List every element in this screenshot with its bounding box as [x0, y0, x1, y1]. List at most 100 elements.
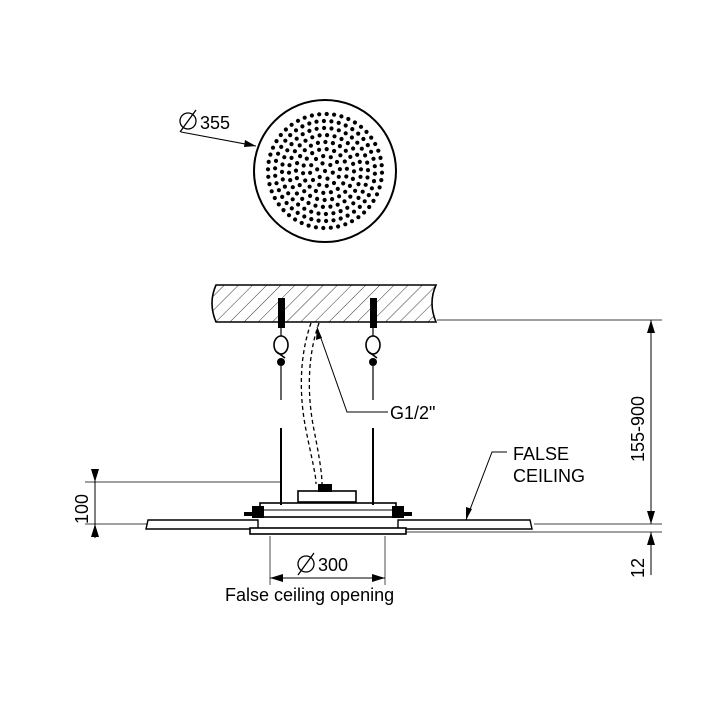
- nozzle-dot: [317, 147, 322, 152]
- head-diameter-arrow: [244, 140, 256, 147]
- water-inlet-fitting: [318, 484, 332, 492]
- nozzle-dot: [309, 113, 314, 118]
- nozzle-dot: [307, 128, 312, 133]
- nozzle-dot: [267, 182, 272, 187]
- nozzle-dot: [321, 190, 326, 195]
- nozzle-dot: [362, 199, 367, 204]
- left-hook-ring: [273, 335, 289, 355]
- nozzle-dot: [328, 204, 333, 209]
- nozzle-dot: [266, 174, 271, 179]
- nozzle-dot: [361, 136, 366, 142]
- nozzle-dot: [349, 219, 355, 224]
- right-clamp-block: [392, 506, 404, 518]
- diameter-symbol-slash: [179, 109, 197, 133]
- nozzle-dot: [303, 138, 308, 143]
- head-diameter-leader: [180, 131, 257, 147]
- nozzle-dot: [296, 202, 301, 207]
- nozzle-dot: [329, 126, 334, 131]
- nozzle-dot: [336, 120, 341, 125]
- nozzle-dot: [303, 178, 308, 183]
- left-clamp-block: [252, 506, 264, 518]
- nozzle-dot: [351, 169, 357, 174]
- nozzle-dot: [343, 131, 348, 136]
- nozzle-dot: [306, 223, 311, 228]
- nozzle-dot: [278, 132, 283, 138]
- nozzle-dot: [289, 122, 294, 127]
- nozzle-dot: [270, 145, 276, 150]
- nozzle-dot: [356, 182, 361, 187]
- nozzle-dot: [336, 174, 341, 179]
- nozzle-dot: [279, 144, 284, 149]
- nozzle-dot: [372, 164, 377, 169]
- nozzle-dot: [293, 128, 299, 133]
- nozzle-dot: [295, 210, 300, 215]
- nozzle-dot: [363, 182, 368, 187]
- nozzle-dot: [351, 146, 356, 151]
- side-view: G1/2" FALSE CEILING: [72, 284, 662, 605]
- nozzle-dot: [357, 204, 362, 209]
- nozzle-dot: [324, 183, 329, 188]
- nozzle-dot: [302, 206, 307, 211]
- nozzle-dot: [308, 170, 313, 175]
- nozzle-dot: [365, 160, 370, 165]
- nozzle-dot: [341, 181, 346, 186]
- body-height-dimension: 100: [72, 469, 281, 538]
- nozzle-dot: [316, 218, 321, 223]
- nozzle-pattern: [265, 111, 385, 231]
- nozzle-dot: [297, 183, 302, 188]
- nozzle-dot: [346, 116, 351, 122]
- inlet-block: [297, 490, 357, 503]
- nozzle-dot: [347, 183, 352, 188]
- nozzle-dot: [300, 132, 305, 137]
- nozzle-dot: [288, 178, 293, 183]
- nozzle-dot: [373, 141, 378, 147]
- nozzle-dot: [282, 184, 287, 189]
- nozzle-dot: [290, 185, 295, 190]
- nozzle-dot: [336, 128, 341, 133]
- nozzle-dot: [322, 197, 327, 203]
- head-diameter-label: 355: [200, 113, 230, 133]
- inlet-thread-label: G1/2": [390, 403, 435, 423]
- nozzle-dot: [308, 193, 313, 198]
- nozzle-dot: [321, 118, 326, 124]
- nozzle-dot: [302, 214, 307, 219]
- false-ceiling-callout: FALSE CEILING: [465, 444, 585, 521]
- nozzle-dot: [345, 141, 350, 146]
- false-ceiling-arrow: [466, 507, 472, 520]
- nozzle-dot: [338, 153, 343, 158]
- nozzle-dot: [371, 198, 376, 203]
- nozzle-dot: [337, 194, 342, 199]
- false-ceiling: [145, 519, 533, 535]
- suspension-range-dimension: 155-900: [405, 319, 662, 533]
- nozzle-dot: [352, 120, 357, 125]
- nozzle-dot: [332, 112, 337, 117]
- nozzle-dot: [355, 152, 360, 157]
- nozzle-dot: [357, 159, 362, 164]
- nozzle-dot: [336, 224, 341, 229]
- nozzle-dot: [356, 215, 361, 220]
- nozzle-dot: [304, 156, 309, 161]
- nozzle-dot: [274, 139, 279, 144]
- nozzle-dot: [283, 127, 288, 132]
- shower-head-outline: [253, 99, 397, 243]
- nozzle-dot: [268, 152, 273, 157]
- nozzle-dot: [332, 134, 337, 139]
- nozzle-dot: [371, 156, 376, 161]
- nozzle-dot: [349, 135, 354, 140]
- nozzle-dot: [265, 167, 271, 172]
- nozzle-dot: [363, 153, 368, 158]
- body-height-label: 100: [72, 494, 92, 524]
- nozzle-dot: [379, 170, 385, 175]
- nozzle-dot: [338, 209, 343, 214]
- suspension-range-label: 155-900: [628, 396, 648, 462]
- nozzle-dot: [369, 135, 374, 140]
- nozzle-dot: [308, 143, 313, 148]
- nozzle-dot: [282, 155, 287, 160]
- nozzle-dot: [283, 138, 288, 143]
- nozzle-dot: [334, 159, 340, 165]
- nozzle-dot: [353, 188, 358, 193]
- right-hook-ring: [365, 335, 381, 355]
- nozzle-dot: [348, 194, 353, 199]
- nozzle-dot: [328, 162, 333, 168]
- nozzle-dot: [359, 146, 364, 151]
